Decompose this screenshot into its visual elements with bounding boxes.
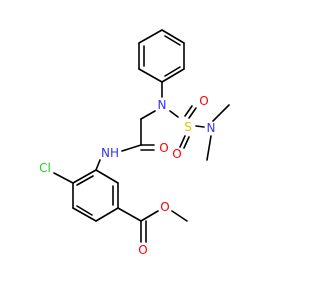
bond xyxy=(121,144,142,152)
bond xyxy=(138,29,163,44)
atom-s: S xyxy=(184,120,192,134)
bond xyxy=(161,68,185,83)
bonds xyxy=(53,29,230,243)
bond xyxy=(53,172,74,184)
bond xyxy=(117,207,142,222)
molecule-diagram: N S O O N NH O Cl O O xyxy=(39,29,230,257)
atom-n-dimethyl: N xyxy=(207,121,216,135)
bond xyxy=(169,110,179,118)
atom-o-s-bottom: O xyxy=(172,147,181,161)
bond xyxy=(95,207,119,222)
bond xyxy=(72,207,97,222)
atom-o-ester: O xyxy=(160,200,169,214)
atom-labels: N S O O N NH O Cl O O xyxy=(39,94,215,257)
atom-o-amide: O xyxy=(159,141,168,155)
bond xyxy=(138,68,163,83)
bond xyxy=(161,29,185,44)
atom-o-s-top: O xyxy=(199,94,208,108)
bond xyxy=(212,104,230,122)
bond xyxy=(95,169,119,184)
bond xyxy=(206,135,212,161)
bond xyxy=(140,110,156,120)
bond xyxy=(72,169,97,184)
bond xyxy=(164,66,181,77)
bond xyxy=(76,175,94,186)
bond xyxy=(140,210,159,222)
bond xyxy=(179,135,186,148)
bond xyxy=(188,107,197,119)
atom-o-ester-carbonyl: O xyxy=(138,243,147,257)
bond xyxy=(183,136,190,149)
bond xyxy=(76,205,93,216)
atom-n-amide: NH xyxy=(101,146,119,160)
bond xyxy=(195,125,205,128)
bond xyxy=(184,105,193,117)
atom-cl: Cl xyxy=(39,161,51,175)
bond xyxy=(171,210,188,222)
bond xyxy=(95,159,101,171)
bond xyxy=(164,35,181,46)
structure-svg: N S O O N NH O Cl O O xyxy=(39,29,230,257)
atom-n-sulfonamide: N xyxy=(158,98,167,112)
